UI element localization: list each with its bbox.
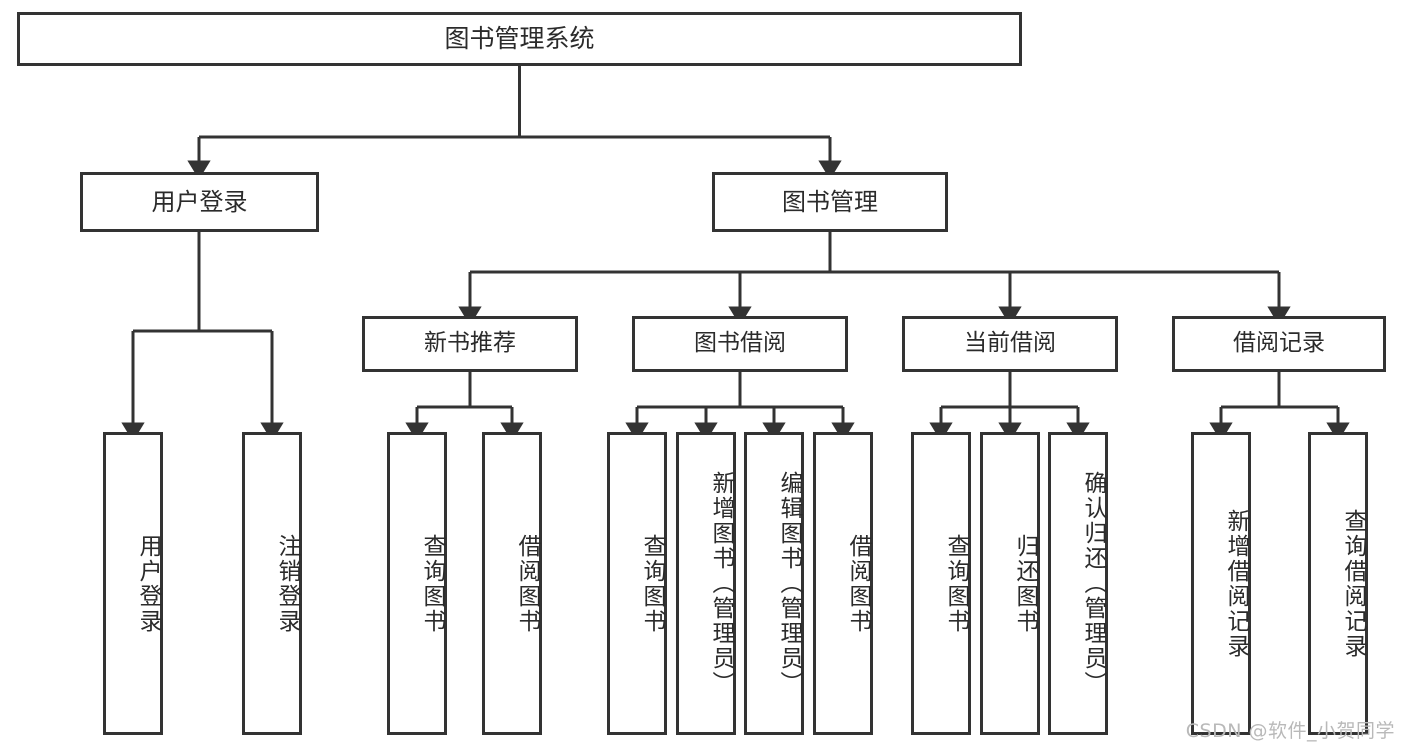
node-leaf-return-book[interactable]: 归还图书	[980, 432, 1040, 735]
node-leaf-add-borrow-record[interactable]: 新增借阅记录	[1191, 432, 1251, 735]
node-leaf-edit-book-admin[interactable]: 编辑图书（管理员）	[744, 432, 804, 735]
node-new-book-recommend[interactable]: 新书推荐	[362, 316, 578, 372]
node-leaf-borrow-book-label: 借阅图书	[845, 533, 871, 634]
node-leaf-add-book-admin[interactable]: 新增图书（管理员）	[676, 432, 736, 735]
node-book-management-label: 图书管理	[782, 187, 878, 216]
node-new-book-recommend-label: 新书推荐	[424, 330, 516, 357]
node-leaf-add-borrow-record-label: 新增借阅记录	[1223, 508, 1249, 659]
node-user-login-label: 用户登录	[151, 187, 248, 216]
node-current-borrow-label: 当前借阅	[964, 330, 1056, 357]
node-book-management[interactable]: 图书管理	[712, 172, 948, 232]
node-leaf-query-book[interactable]: 查询图书	[607, 432, 667, 735]
node-root-label: 图书管理系统	[444, 24, 595, 53]
node-leaf-borrow-book[interactable]: 借阅图书	[813, 432, 873, 735]
node-leaf-user-login-label: 用户登录	[135, 533, 161, 634]
node-leaf-add-book-admin-label: 新增图书（管理员）	[708, 471, 734, 696]
node-leaf-confirm-return-admin-label: 确认归还（管理员）	[1080, 471, 1106, 696]
node-leaf-query-borrow-record[interactable]: 查询借阅记录	[1308, 432, 1368, 735]
node-leaf-query-book-current-label: 查询图书	[943, 533, 969, 634]
node-current-borrow[interactable]: 当前借阅	[902, 316, 1118, 372]
node-book-borrow[interactable]: 图书借阅	[632, 316, 848, 372]
node-leaf-borrow-book-recommend[interactable]: 借阅图书	[482, 432, 542, 735]
node-leaf-user-login[interactable]: 用户登录	[103, 432, 163, 735]
node-leaf-query-book-recommend-label: 查询图书	[419, 533, 445, 634]
node-leaf-return-book-label: 归还图书	[1012, 533, 1038, 634]
node-leaf-logout[interactable]: 注销登录	[242, 432, 302, 735]
node-leaf-borrow-book-recommend-label: 借阅图书	[514, 533, 540, 634]
node-borrow-record[interactable]: 借阅记录	[1172, 316, 1386, 372]
watermark-text: CSDN @软件_小贺同学	[1185, 720, 1395, 742]
node-leaf-query-borrow-record-label: 查询借阅记录	[1340, 508, 1366, 659]
node-book-borrow-label: 图书借阅	[694, 330, 786, 357]
node-leaf-logout-label: 注销登录	[274, 533, 300, 634]
node-leaf-confirm-return-admin[interactable]: 确认归还（管理员）	[1048, 432, 1108, 735]
node-user-login[interactable]: 用户登录	[80, 172, 319, 232]
node-borrow-record-label: 借阅记录	[1233, 330, 1325, 357]
node-leaf-query-book-current[interactable]: 查询图书	[911, 432, 971, 735]
node-leaf-query-book-label: 查询图书	[639, 533, 665, 634]
node-root-library-system[interactable]: 图书管理系统	[17, 12, 1022, 66]
node-leaf-edit-book-admin-label: 编辑图书（管理员）	[776, 471, 802, 696]
node-leaf-query-book-recommend[interactable]: 查询图书	[387, 432, 447, 735]
